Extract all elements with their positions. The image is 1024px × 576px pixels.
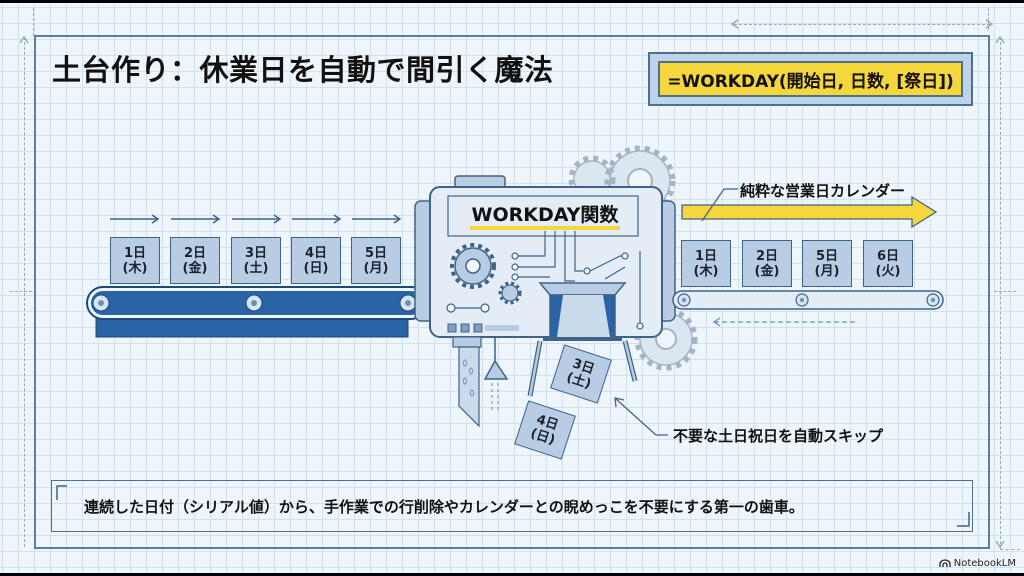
output-day-card: 6日 (火) (863, 240, 913, 287)
machine-label: WORKDAY関数 (460, 200, 630, 230)
day-weekday: (月) (363, 260, 389, 276)
return-dashed-arrow-icon (712, 317, 856, 327)
day-weekday: (火) (875, 263, 901, 279)
input-day-card: 1日 (木) (110, 237, 160, 284)
input-day-card: 5日 (月) (351, 237, 401, 284)
caption-box (51, 480, 973, 532)
input-flow-arrows (110, 214, 402, 224)
output-day-card: 1日 (木) (681, 240, 731, 287)
day-number: 1日 (694, 248, 718, 264)
blueprint-frame (34, 35, 990, 549)
input-day-card: 2日 (金) (170, 237, 220, 284)
slide-canvas: 土台作り：休業日を自動で間引く魔法 =WORKDAY(開始日, 日数, [祭日]… (0, 3, 1024, 573)
day-number: 3日 (244, 245, 268, 261)
brand-name: NotebookLM (953, 558, 1016, 569)
output-day-card: 5日 (月) (802, 240, 852, 287)
skip-label: 不要な土日祝日を自動スキップ (673, 427, 884, 445)
day-weekday: (木) (693, 263, 719, 279)
dimension-line-left (24, 37, 25, 547)
output-day-card: 2日 (金) (742, 240, 792, 287)
input-conveyor-belt-icon (86, 286, 428, 338)
day-number: 5日 (815, 248, 839, 264)
guide-tick-mid-left (10, 291, 32, 292)
day-number: 4日 (304, 245, 328, 261)
caption-corner-brackets (56, 485, 970, 527)
guide-tick-top-right (988, 8, 989, 30)
dimension-line-top (734, 24, 990, 25)
slide-title: 土台作り：休業日を自動で間引く魔法 (52, 53, 554, 87)
guide-tick-bottom-right (1000, 549, 1020, 550)
dimension-line-right (1000, 37, 1001, 549)
guide-tick-mid-right (994, 291, 1016, 292)
day-number: 5日 (364, 245, 388, 261)
day-number: 2日 (183, 245, 207, 261)
guide-tick-top-left (33, 8, 34, 36)
day-number: 1日 (123, 245, 147, 261)
dimension-arrowheads (19, 19, 1005, 549)
formula-text: =WORKDAY(開始日, 日数, [祭日]) (658, 61, 963, 97)
workday-machine-icon (414, 175, 676, 428)
skip-pointer-arrow-icon (614, 397, 668, 436)
day-number: 6日 (876, 248, 900, 264)
input-day-card: 3日 (土) (231, 237, 281, 284)
day-weekday: (金) (182, 260, 208, 276)
output-flow-arrow-icon (681, 188, 938, 229)
day-weekday: (日) (303, 260, 329, 276)
input-day-card: 4日 (日) (291, 237, 341, 284)
notebooklm-logo-icon (939, 559, 951, 567)
day-weekday: (木) (122, 260, 148, 276)
day-number: 2日 (755, 248, 779, 264)
day-weekday: (月) (814, 263, 840, 279)
caption-text: 連続した日付（シリアル値）から、手作業での行削除やカレンダーとの睨めっこを不要に… (84, 498, 804, 516)
output-conveyor-belt-icon (672, 290, 944, 310)
output-label: 純粋な営業日カレンダー (740, 182, 906, 200)
machine-label-text: WORKDAY関数 (469, 204, 621, 230)
day-weekday: (土) (243, 260, 269, 276)
brand-watermark: NotebookLM (939, 558, 1016, 569)
formula-panel: =WORKDAY(開始日, 日数, [祭日]) (648, 52, 973, 106)
day-weekday: (金) (754, 263, 780, 279)
